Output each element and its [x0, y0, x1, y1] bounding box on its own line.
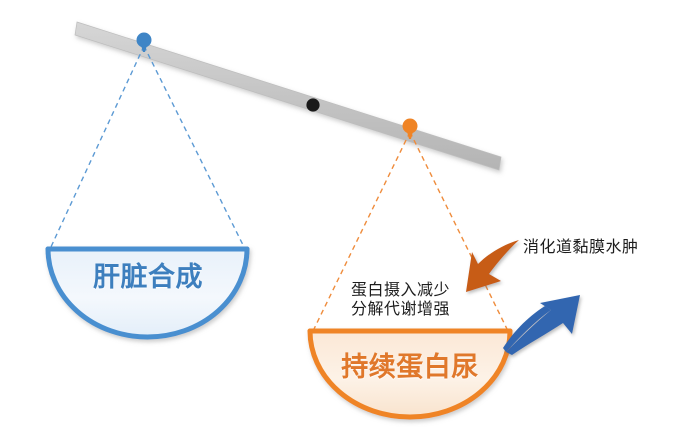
fulcrum-dot — [306, 98, 320, 112]
left-pivot-pin — [136, 32, 152, 52]
protein-intake-note: 蛋白摄入减少 分解代谢增强 — [351, 280, 451, 318]
left-pan-label: 肝脏合成 — [93, 262, 203, 293]
right-pivot-pin — [402, 118, 418, 139]
left-pan-bowl — [45, 246, 250, 340]
balance-beam — [74, 21, 502, 171]
right-pan-bowl — [307, 328, 513, 420]
right-pan-label: 持续蛋白尿 — [341, 352, 479, 383]
right-pan-strings — [312, 131, 509, 332]
gi-mucosal-edema-note: 消化道黏膜水肿 — [523, 237, 639, 256]
left-pan-strings — [49, 45, 246, 250]
brown-arrow-down-left-icon — [466, 240, 519, 292]
blue-arrow-up-right-icon — [503, 295, 580, 355]
